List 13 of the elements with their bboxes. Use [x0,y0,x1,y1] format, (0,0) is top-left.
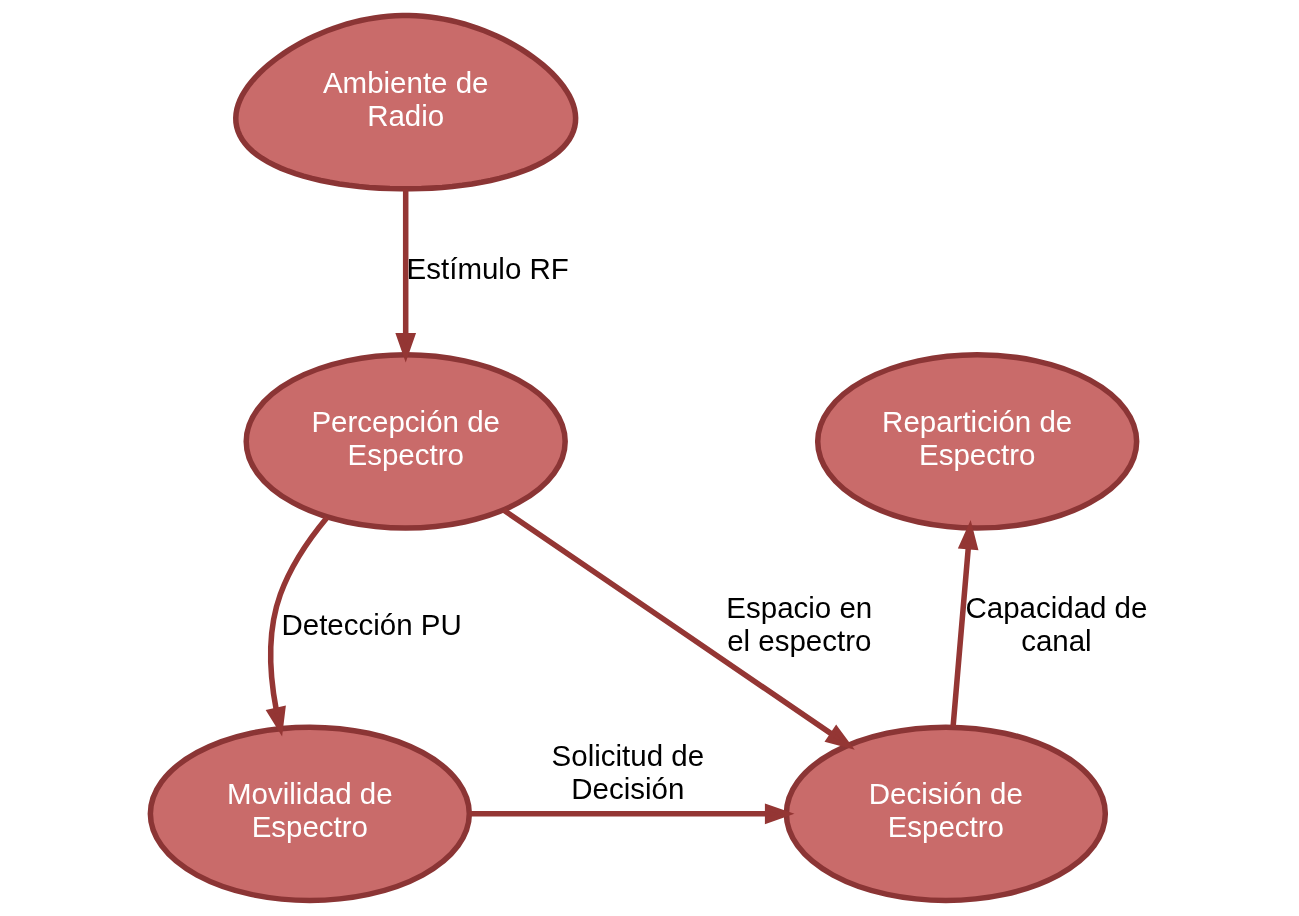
node-ellipse: Percepción de Espectro [243,352,568,531]
arrow [501,507,855,750]
arrow [469,803,795,825]
node-ellipse: Repartición de Espectro [814,352,1140,531]
arrow [395,189,417,363]
edge-label: Capacidad de canal [965,591,1148,658]
arrow [265,515,330,737]
edge-label: Detección PU [281,607,462,641]
edge-label: Espacio en el espectro [726,591,873,658]
edge-label: Estímulo RF [406,251,569,285]
arrow [950,519,979,727]
node-ellipse: Movilidad de Espectro [147,724,473,904]
edge-label: Solicitud de Decisión [551,738,705,805]
